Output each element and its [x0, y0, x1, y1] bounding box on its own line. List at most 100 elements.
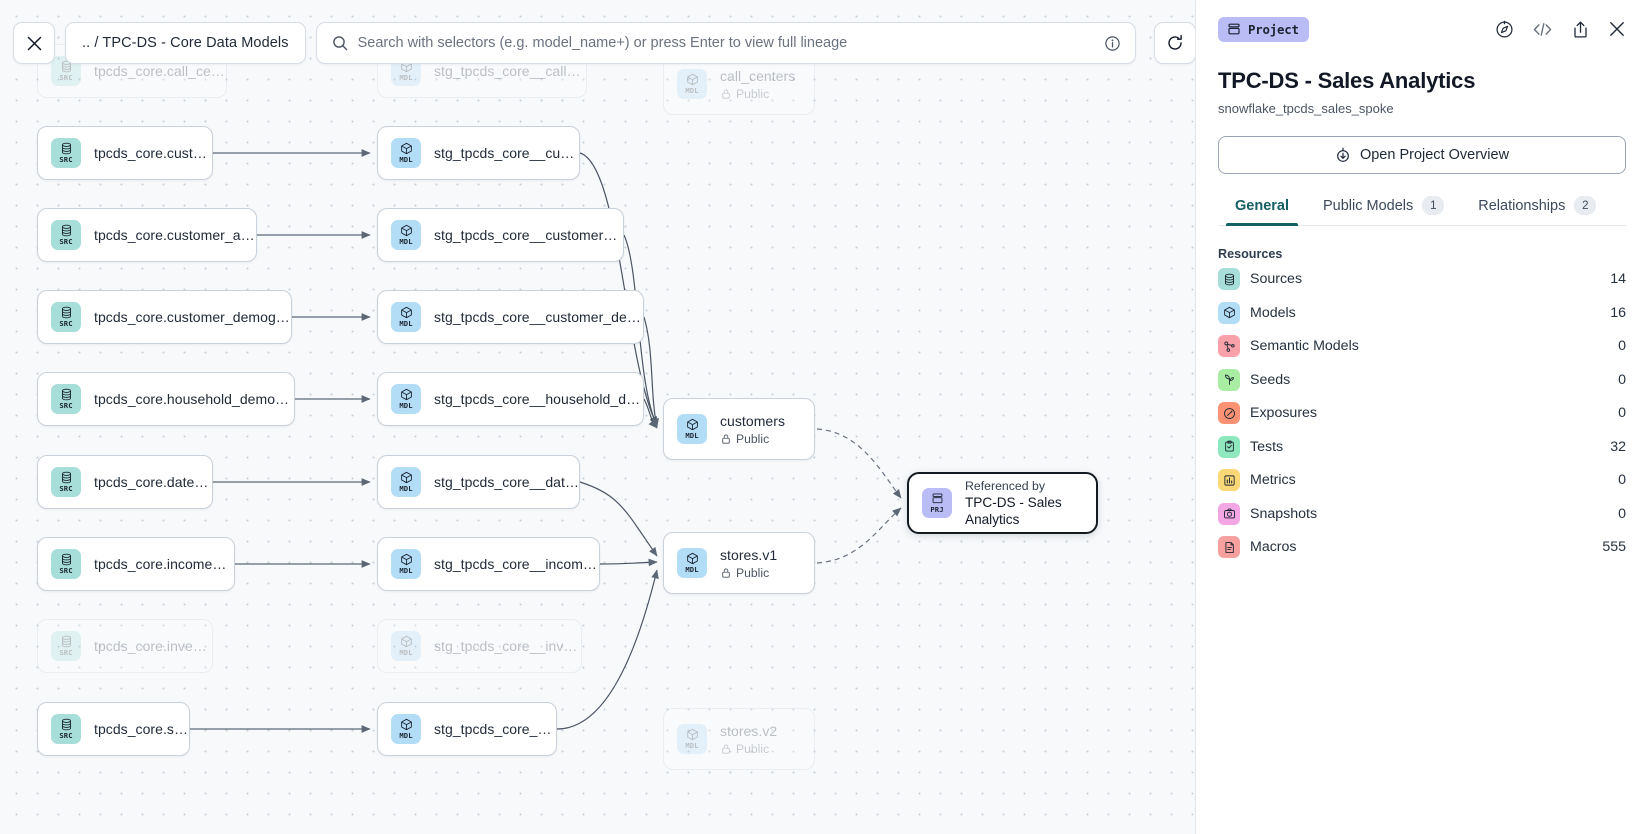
database-icon: SRC [51, 384, 81, 414]
cube-icon [1218, 301, 1240, 324]
explore-icon[interactable] [1495, 20, 1514, 39]
close-panel-button[interactable] [1608, 20, 1626, 38]
lineage-node-title: customers [720, 412, 786, 429]
lineage-node-body: tpcds_core.inventory [94, 638, 212, 654]
refresh-button[interactable] [1154, 22, 1195, 64]
resource-count: 0 [1618, 338, 1626, 355]
resource-row-models[interactable]: Models 16 [1218, 298, 1626, 329]
cube-icon: MDL [677, 414, 707, 444]
cube-icon: MDL [391, 631, 421, 661]
lineage-node-title: TPC-DS - Sales Analytics [965, 494, 1062, 527]
breadcrumb[interactable]: .. / TPC-DS - Core Data Models [65, 22, 306, 64]
cube-icon: MDL [391, 714, 421, 744]
lineage-node-title: tpcds_core.household_demographics [94, 391, 294, 407]
page-title: TPC-DS - Sales Analytics [1218, 68, 1476, 93]
cube-icon: MDL [677, 724, 707, 754]
project-type-chip[interactable]: Project [1218, 16, 1309, 42]
lineage-node-body: stg_tpcds_core__customer [434, 145, 579, 161]
resource-count: 555 [1602, 539, 1626, 556]
lineage-node-body: tpcds_core.customer [94, 145, 212, 161]
resource-label: Semantic Models [1250, 338, 1359, 355]
lineage-node-title: tpcds_core.inventory [94, 638, 212, 654]
resource-row-semantic-models[interactable]: Semantic Models 0 [1218, 331, 1626, 362]
cube-icon: MDL [391, 302, 421, 332]
lineage-node-title: tpcds_core.call_center [94, 63, 226, 79]
lineage-node[interactable]: MDLstg_tpcds_core__customer_demogra… [377, 290, 644, 344]
lineage-node-title: tpcds_core.customer_demographics [94, 309, 291, 325]
share-icon[interactable] [1571, 20, 1590, 39]
lineage-node-title: tpcds_core.customer_address [94, 227, 256, 243]
lineage-node-body: stg_tpcds_core__date_dim [434, 474, 579, 490]
lineage-node-body: tpcds_core.household_demographics [94, 391, 294, 407]
overview-button-label: Open Project Overview [1359, 147, 1510, 163]
lineage-node[interactable]: SRC tpcds_core.household_demographics [37, 372, 295, 426]
lineage-node-title: stg_tpcds_core__store [434, 721, 556, 737]
lineage-node-body: stores.v2 Public [720, 723, 814, 756]
lineage-node-title: tpcds_core.income_band [94, 556, 234, 572]
search-bar[interactable] [315, 22, 1136, 64]
lineage-node-visibility-label: Public [736, 86, 770, 101]
project-icon [1228, 23, 1240, 35]
lineage-node[interactable]: MDL stg_tpcds_core__store [377, 702, 557, 756]
lineage-node-body: stg_tpcds_core__customer_address [434, 227, 623, 243]
lineage-node-title: stg_tpcds_core__customer_address [434, 227, 623, 243]
search-input[interactable] [357, 35, 1094, 51]
lineage-canvas[interactable]: .. / TPC-DS - Core Data Models [0, 0, 1196, 834]
tab-relationships[interactable]: Relationships 2 [1461, 196, 1613, 225]
tab-label: Relationships [1478, 197, 1566, 214]
close-lineage-button[interactable] [13, 22, 55, 64]
tab-label: Public Models [1323, 197, 1414, 214]
lineage-node[interactable]: MDL customers Public [663, 398, 815, 460]
cube-icon: MDL [391, 549, 421, 579]
code-icon[interactable] [1532, 20, 1553, 39]
resource-row-seeds[interactable]: Seeds 0 [1218, 365, 1626, 396]
lineage-node-body: stg_tpcds_core__household_demogr… [434, 391, 643, 407]
panel-subtitle: snowflake_tpcds_sales_spoke [1218, 101, 1394, 116]
database-icon [1218, 268, 1240, 291]
lineage-node-body: customers Public [720, 413, 814, 446]
resource-row-metrics[interactable]: Metrics 0 [1218, 465, 1626, 496]
close-icon [1610, 22, 1624, 36]
seed-icon [1218, 368, 1240, 391]
search-icon [332, 36, 347, 51]
resource-row-macros[interactable]: Macros 555 [1218, 532, 1626, 563]
resource-row-sources[interactable]: Sources 14 [1218, 264, 1626, 295]
project-chip-label: Project [1248, 21, 1299, 37]
resource-label: Models [1250, 304, 1296, 321]
info-circle-icon[interactable] [1104, 35, 1121, 52]
lineage-node-title: stg_tpcds_core__household_demogr… [434, 391, 643, 407]
open-project-overview-button[interactable]: Open Project Overview [1218, 136, 1626, 174]
lineage-node-title: call_centers [720, 67, 796, 84]
resource-row-tests[interactable]: Tests 32 [1218, 432, 1626, 463]
lock-icon [720, 88, 732, 100]
lineage-node[interactable]: MDL stores.v2 Public [663, 708, 815, 770]
panel-header: Project [1218, 16, 1626, 42]
resource-row-exposures[interactable]: Exposures 0 [1218, 398, 1626, 429]
lineage-node-visibility: Public [720, 566, 814, 580]
lineage-node-body: tpcds_core.date_dim [94, 474, 212, 490]
tab-count-badge: 2 [1574, 196, 1597, 215]
lineage-node[interactable]: MDLstg_tpcds_core__household_demogr… [377, 372, 644, 426]
lineage-node[interactable]: SRC tpcds_core.date_dim [37, 455, 213, 509]
resource-row-snapshots[interactable]: Snapshots 0 [1218, 499, 1626, 530]
lock-icon [720, 433, 732, 445]
lineage-node-body: stg_tpcds_core__store [434, 721, 556, 737]
lineage-node-visibility-label: Public [736, 565, 770, 580]
resource-count: 16 [1610, 304, 1626, 321]
database-icon: SRC [51, 467, 81, 497]
tab-general[interactable]: General [1218, 196, 1306, 226]
